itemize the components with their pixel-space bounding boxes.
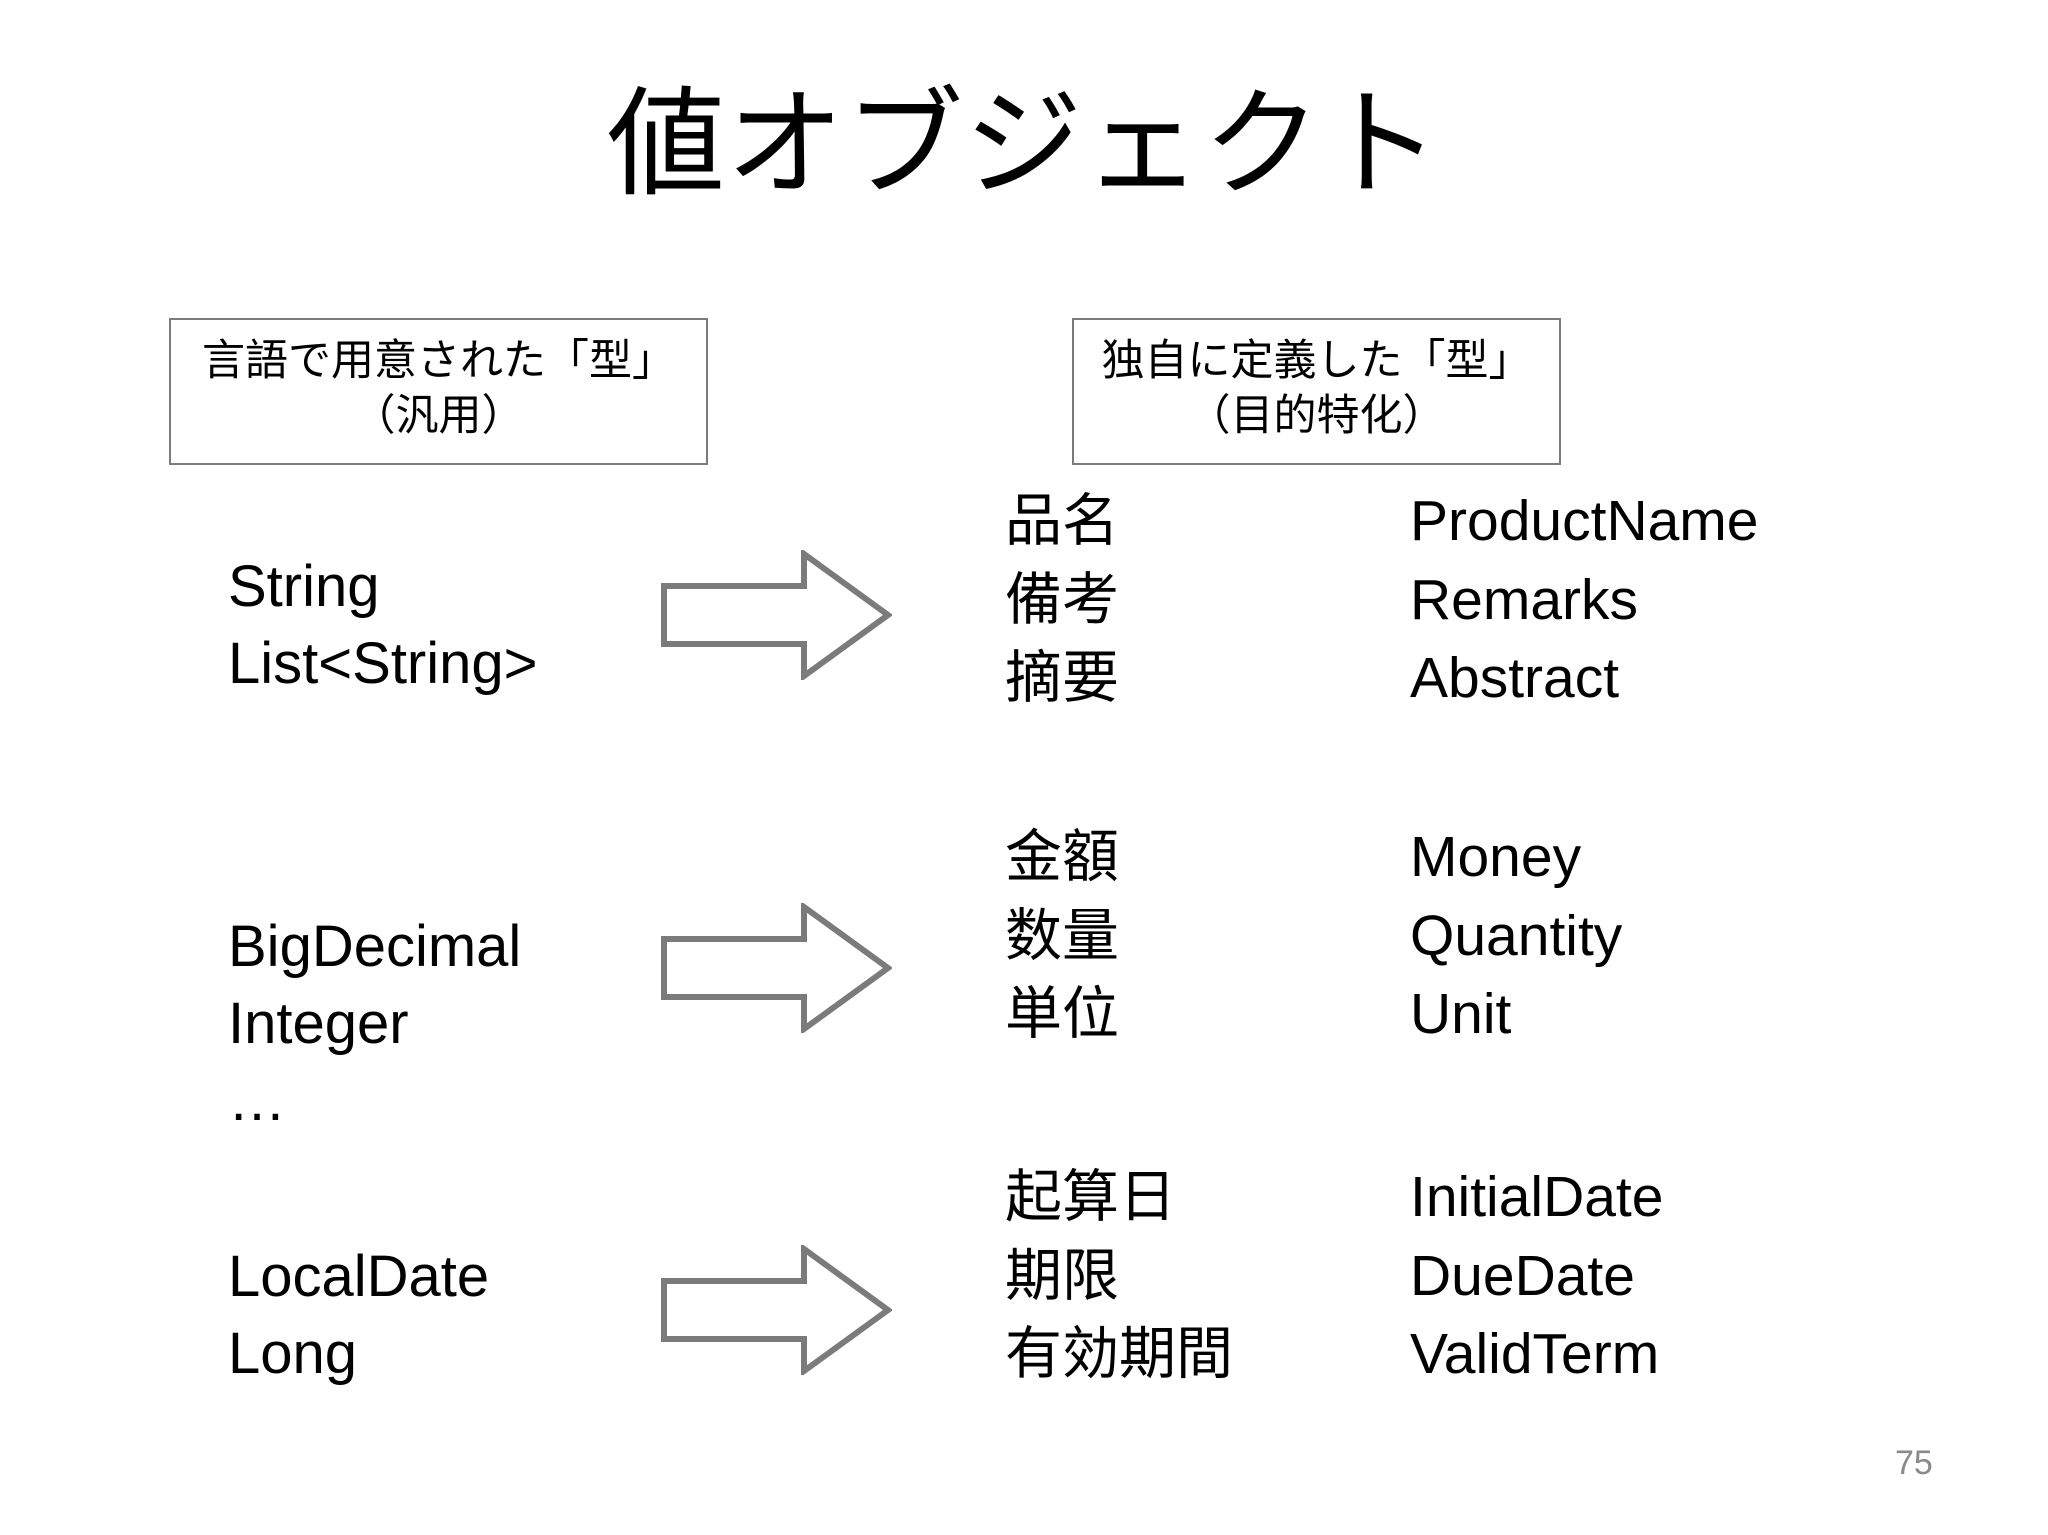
domain-type-list-1: 金額 Money 数量 Quantity 単位 Unit [1005,818,1625,1054]
generic-type-list-1: BigDecimal Integer … [228,908,521,1139]
domain-type-row: 摘要 Abstract [1005,639,1625,718]
domain-type-list-0: 品名 ProductName 備考 Remarks 摘要 Abstract [1005,482,1759,718]
domain-type-en: Abstract [1410,646,1620,711]
domain-type-row: 備考 Remarks [1005,561,1638,640]
generic-type-item: BigDecimal [228,914,522,979]
header-box-domain-types: 独自に定義した「型」 （目的特化） [1072,318,1561,465]
generic-type-ellipsis: … [228,1068,286,1134]
generic-type-item: Long [228,1321,358,1387]
domain-type-en: InitialDate [1410,1165,1664,1229]
header-box-generic-types: 言語で用意された「型」 （汎用） [169,318,708,465]
generic-type-item: LocalDate [228,1244,490,1309]
domain-type-en: DueDate [1410,1243,1635,1308]
generic-type-item: Integer [228,991,409,1057]
domain-type-row: 起算日 InitialDate [1005,1158,1663,1237]
domain-type-ja: 金額 [1005,825,1119,889]
domain-type-en: Unit [1410,982,1512,1047]
domain-type-row: 品名 ProductName [1005,482,1759,561]
page-title: 値オブジェクト [606,79,1442,211]
domain-type-ja: 有効期間 [1005,1322,1233,1387]
domain-type-en: ProductName [1410,489,1759,553]
domain-type-en: Quantity [1410,903,1623,968]
page-number: 75 [1895,1444,1933,1482]
domain-type-ja: 品名 [1005,489,1119,553]
header-box-generic-types-line1: 言語で用意された「型」 [202,337,675,385]
domain-type-ja: 備考 [1005,567,1119,632]
header-box-generic-types-line2: （汎用） [352,392,525,441]
domain-type-list-2: 起算日 InitialDate 期限 DueDate 有効期間 ValidTer… [1005,1158,1663,1394]
generic-type-item: String [228,554,380,619]
domain-type-row: 金額 Money [1005,818,1625,897]
header-box-domain-types-line2: （目的特化） [1187,392,1446,441]
right-block-arrow-icon [661,903,892,1033]
domain-type-row: 有効期間 ValidTerm [1005,1315,1659,1394]
domain-type-ja: 期限 [1005,1243,1119,1308]
domain-type-en: ValidTerm [1410,1322,1660,1387]
generic-type-item: List<String> [228,631,538,697]
domain-type-en: Remarks [1410,567,1639,632]
right-block-arrow-icon [661,1245,892,1375]
domain-type-row: 数量 Quantity [1005,897,1625,976]
domain-type-ja: 起算日 [1005,1165,1176,1229]
header-box-domain-types-line1: 独自に定義した「型」 [1101,337,1532,385]
domain-type-ja: 摘要 [1005,646,1119,711]
domain-type-ja: 数量 [1005,903,1119,968]
domain-type-en: Money [1410,825,1582,889]
right-block-arrow-icon [661,550,892,680]
generic-type-list-2: LocalDate Long [228,1238,489,1392]
domain-type-row: 単位 Unit [1005,975,1625,1054]
generic-type-list-0: String List<String> [228,548,538,702]
domain-type-ja: 単位 [1005,982,1119,1047]
domain-type-row: 期限 DueDate [1005,1237,1635,1316]
